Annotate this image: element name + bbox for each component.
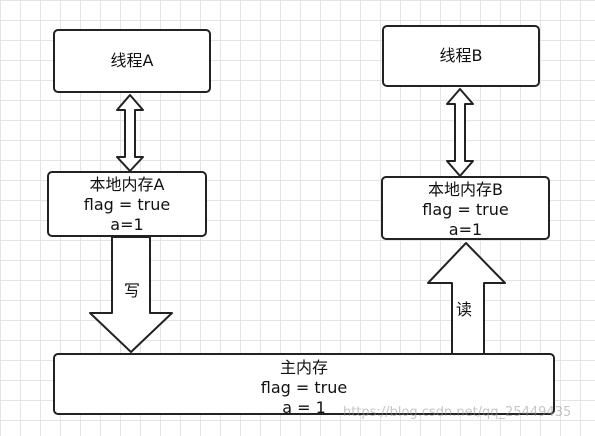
write-label: 写 [124, 281, 141, 300]
main-memory-value: a = 1 [282, 398, 326, 417]
thread-a-label: 线程A [110, 51, 154, 70]
local-memory-a-title: 本地内存A [89, 175, 165, 194]
main-memory-box: 主内存 flag = true a = 1 [53, 353, 555, 417]
local-memory-b-value: a=1 [448, 220, 483, 239]
local-memory-a-box: 本地内存A flag = true a=1 [47, 171, 207, 237]
main-memory-title: 主内存 [279, 358, 328, 377]
local-memory-a-flag: flag = true [83, 195, 171, 214]
read-label: 读 [456, 300, 473, 319]
main-memory-flag: flag = true [260, 378, 348, 397]
sync-arrow-a [116, 94, 144, 172]
local-memory-b-box: 本地内存B flag = true a=1 [381, 176, 550, 240]
write-arrow [89, 236, 173, 353]
local-memory-b-title: 本地内存B [428, 180, 503, 199]
local-memory-a-value: a=1 [110, 215, 144, 234]
thread-a-box: 线程A [53, 29, 211, 93]
thread-b-box: 线程B [382, 25, 540, 87]
watermark: https://blog.csdn.net/qq_25449435 [343, 405, 572, 420]
sync-arrow-b [446, 88, 474, 177]
local-memory-b-flag: flag = true [422, 200, 509, 219]
thread-b-label: 线程B [439, 46, 483, 65]
